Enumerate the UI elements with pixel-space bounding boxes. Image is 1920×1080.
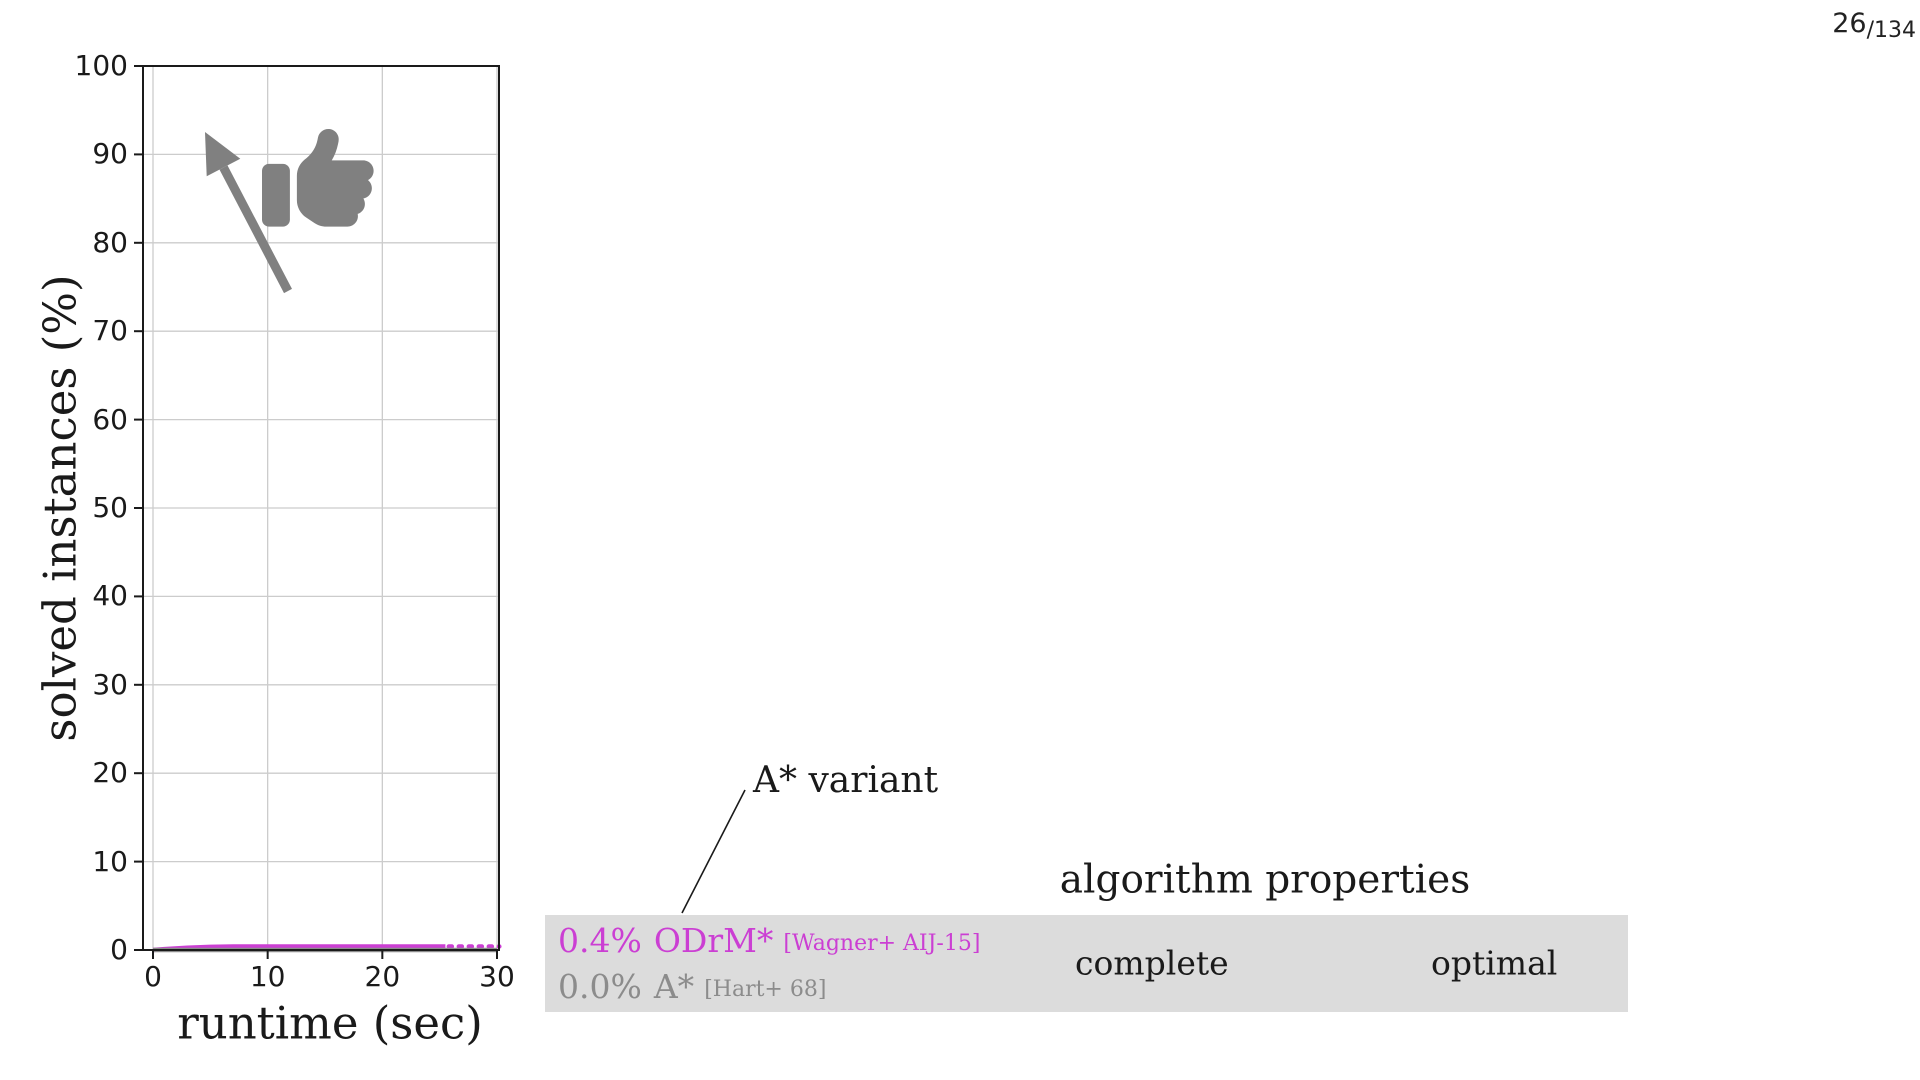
x-tick-label-0: 0 [144, 960, 162, 993]
y-tick-label-0: 0 [110, 933, 128, 966]
slide-counter-separator: / [1866, 18, 1874, 43]
legend-astar-citation: [Hart+ 68] [704, 976, 827, 1002]
callout-leader-line [681, 789, 746, 914]
axis-tick-marks [134, 65, 498, 959]
x-tick-label-30: 30 [479, 960, 515, 993]
legend-astar-value: 0.0% [558, 966, 642, 1006]
better-direction-arrow-icon [205, 132, 292, 294]
y-tick-label-20: 20 [92, 756, 128, 790]
x-axis-label: runtime (sec) [177, 996, 483, 1050]
y-tick-label-100: 100 [74, 49, 128, 82]
property-optimal: optimal [1431, 943, 1558, 983]
y-tick-label-60: 60 [92, 402, 128, 436]
thumbs-up-icon [262, 128, 374, 227]
x-tick-label-10: 10 [249, 960, 286, 993]
y-tick-label-80: 80 [92, 225, 128, 259]
properties-title: algorithm properties [1059, 857, 1471, 903]
property-complete: complete [1075, 943, 1229, 983]
legend-panel-background [545, 915, 1628, 1012]
legend-odrm-value: 0.4% [558, 920, 642, 960]
y-tick-label-90: 90 [92, 137, 128, 171]
legend-row-astar: 0.0% A* [Hart+ 68] [558, 963, 980, 1009]
slide-counter-current: 26 [1832, 8, 1867, 39]
legend-astar-name: A* [653, 966, 695, 1006]
legend-row-odrm: 0.4% ODrM* [Wagner+ AIJ-15] [558, 917, 980, 963]
legend-odrm-citation: [Wagner+ AIJ-15] [783, 930, 981, 956]
slide-counter: 26/134 [1832, 8, 1916, 43]
legend-odrm-name: ODrM* [653, 920, 774, 960]
slide-counter-total: 134 [1874, 18, 1916, 43]
y-tick-label-10: 10 [92, 844, 128, 878]
chart-legend: 0.4% ODrM* [Wagner+ AIJ-15] 0.0% A* [Har… [558, 917, 980, 1009]
y-tick-label-50: 50 [92, 491, 128, 524]
x-tick-label-20: 20 [364, 960, 401, 993]
y-tick-label-40: 40 [92, 579, 128, 613]
y-tick-label-30: 30 [92, 667, 128, 701]
y-tick-label-70: 70 [92, 314, 128, 348]
callout-label: A* variant [753, 760, 939, 801]
